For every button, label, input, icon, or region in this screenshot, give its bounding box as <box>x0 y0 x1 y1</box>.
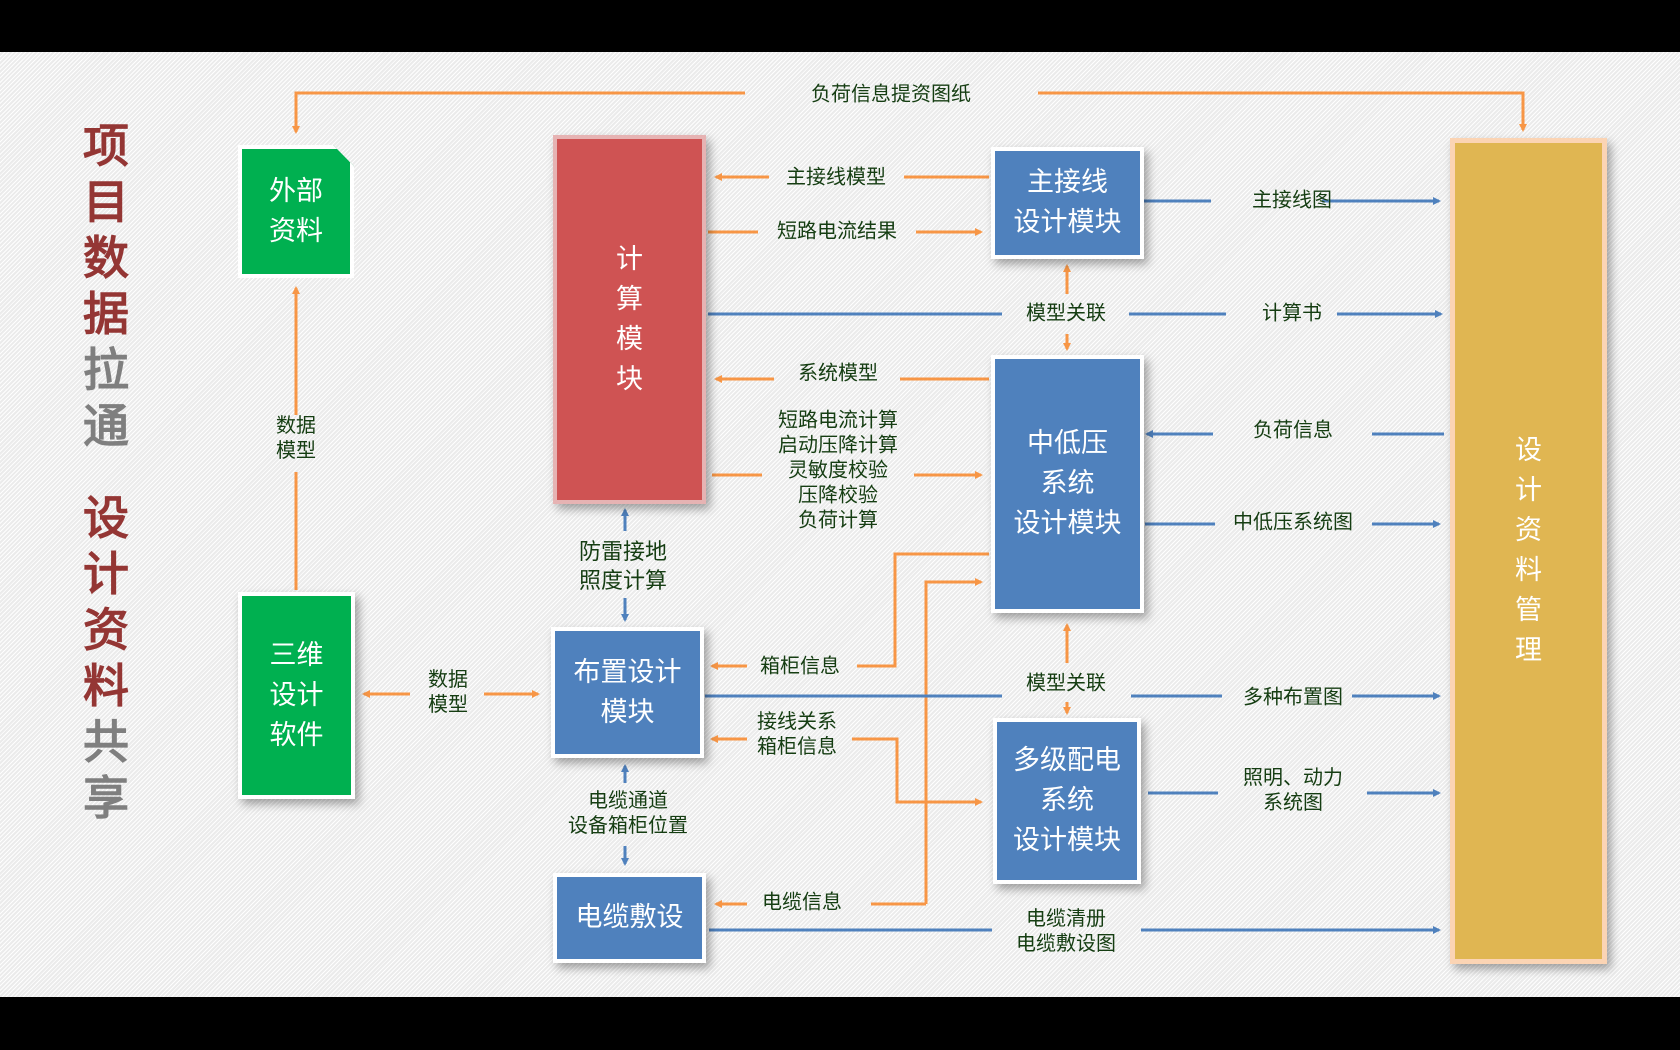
edge-label-line: 数据 <box>276 413 316 437</box>
edge-label-cable-info: 电缆信息 <box>762 889 842 914</box>
edge-load-info-drawing-right <box>1038 91 1527 132</box>
title-char: 目 <box>83 175 129 229</box>
node-label: 管 <box>1515 595 1542 626</box>
edge-label-lighting-power: 照明、动力 系统图 <box>1243 765 1343 815</box>
edge-label-cabinet-info: 箱柜信息 <box>760 653 840 678</box>
edge-label-cable-list: 电缆清册 电缆敷设图 <box>1016 906 1116 956</box>
edge-label-model-link-top: 模型关联 <box>1026 300 1106 325</box>
edge-label-line: 电缆清册 <box>1026 906 1106 930</box>
title-char: 据 <box>83 287 129 341</box>
bottom-letterbox-bar <box>0 997 1680 1050</box>
edge-label-line: 模型 <box>428 692 468 716</box>
edge-label-data-model-up: 数据 模型 <box>276 413 316 463</box>
node-label: 料 <box>1515 555 1542 586</box>
edge-label-calc-list: 短路电流计算 启动压降计算 灵敏度校验 压降校验 负荷计算 <box>778 408 898 533</box>
edge-label-line: 箱柜信息 <box>757 734 837 758</box>
title-spacer <box>78 454 134 490</box>
node-label: 模块 <box>600 696 655 728</box>
title-char: 项 <box>83 119 129 173</box>
node-label: 块 <box>616 363 643 395</box>
edge-label-line: 电缆通道 <box>588 788 668 812</box>
node-label: 软件 <box>269 719 324 751</box>
edge-load-info-drawing-left <box>292 91 745 134</box>
node-external-data[interactable]: 外部 资料 <box>238 145 354 278</box>
node-cable-laying[interactable]: 电缆敷设 <box>553 873 706 963</box>
edge-cable-info <box>924 578 983 904</box>
node-label: 三维 <box>269 639 324 671</box>
edge-label-line: 负荷计算 <box>798 507 878 532</box>
node-label: 多级配电 <box>1013 745 1121 776</box>
edge-label-line: 灵敏度校验 <box>788 457 888 482</box>
node-label: 设计模块 <box>1013 508 1122 539</box>
node-label: 中低压 <box>1027 428 1108 459</box>
edge-label-line: 模型 <box>276 438 316 462</box>
edge-label-load-info: 负荷信息 <box>1253 417 1333 442</box>
node-main-wiring-design[interactable]: 主接线 设计模块 <box>991 147 1144 259</box>
edge-label-line: 系统图 <box>1263 790 1323 814</box>
edge-label-main-wiring-drawing: 主接线图 <box>1252 187 1332 212</box>
node-label: 设 <box>1515 435 1542 466</box>
edge-label-short-circuit-result: 短路电流结果 <box>777 218 897 243</box>
node-label: 模 <box>616 323 643 355</box>
edge-label-mv-lv-drawing: 中低压系统图 <box>1233 509 1353 534</box>
edge-label-line: 短路电流计算 <box>778 407 898 432</box>
node-label: 系统 <box>1040 468 1095 499</box>
node-label: 布置设计 <box>573 656 682 688</box>
top-letterbox-bar <box>0 0 1680 52</box>
title-char: 计 <box>83 547 129 601</box>
node-label: 设计模块 <box>1013 825 1121 856</box>
edge-label-calc-book: 计算书 <box>1262 300 1322 325</box>
title-char: 拉 <box>83 343 129 397</box>
title-char: 共 <box>83 715 129 769</box>
node-label: 资料 <box>269 215 323 247</box>
edge-label-line: 电缆敷设图 <box>1016 931 1116 955</box>
edge-label-line: 防雷接地 <box>578 540 668 565</box>
title-char: 料 <box>83 659 129 713</box>
node-label: 外部 <box>269 175 323 207</box>
edge-cabinet-info <box>857 552 989 668</box>
node-label: 计 <box>616 243 643 275</box>
edge-label-various-layouts: 多种布置图 <box>1243 684 1343 709</box>
edge-label-line: 设备箱柜位置 <box>568 813 688 837</box>
title-char: 资 <box>83 603 129 657</box>
node-label: 设计模块 <box>1013 207 1122 238</box>
node-label: 理 <box>1515 635 1542 666</box>
node-label: 主接线 <box>1027 167 1108 198</box>
edge-label-model-link-bottom: 模型关联 <box>1026 670 1106 695</box>
node-layout-design[interactable]: 布置设计 模块 <box>551 627 704 758</box>
edge-label-data-model-side: 数据 模型 <box>428 667 468 717</box>
title-char: 享 <box>83 771 129 825</box>
edge-label-system-model: 系统模型 <box>798 360 878 385</box>
edge-label-line: 照度计算 <box>578 569 668 594</box>
edge-wiring-cabinet-b <box>852 737 983 806</box>
title-char: 数 <box>83 231 129 285</box>
node-3d-design-software[interactable]: 三维 设计 软件 <box>238 592 355 799</box>
edge-label-line: 数据 <box>428 667 468 691</box>
node-label: 资 <box>1515 515 1542 546</box>
edge-label-lightning-illumination: 防雷接地 照度计算 <box>579 538 667 596</box>
node-calc-module[interactable]: 计 算 模 块 <box>553 135 706 504</box>
node-mv-lv-system-design[interactable]: 中低压 系统 设计模块 <box>991 355 1144 613</box>
edge-label-cable-channel: 电缆通道 设备箱柜位置 <box>568 788 688 838</box>
node-label: 计 <box>1515 475 1542 506</box>
node-multi-distribution-design[interactable]: 多级配电 系统 设计模块 <box>993 718 1141 884</box>
edge-label-load-info-drawing: 负荷信息提资图纸 <box>811 81 971 106</box>
edge-label-line: 启动压降计算 <box>778 432 898 457</box>
node-label: 算 <box>616 283 643 315</box>
edge-label-line: 接线关系 <box>757 709 837 733</box>
edge-label-line: 压降校验 <box>798 482 878 507</box>
node-label: 设计 <box>269 679 324 711</box>
edge-label-main-wiring-model: 主接线模型 <box>786 164 886 189</box>
vertical-title: 项 目 数 据 拉 通 设 计 资 料 共 享 <box>78 118 134 826</box>
edge-label-wiring-cabinet: 接线关系 箱柜信息 <box>757 709 837 759</box>
node-label: 电缆敷设 <box>575 902 684 933</box>
edge-label-line: 照明、动力 <box>1243 765 1343 789</box>
title-char: 通 <box>83 399 129 453</box>
node-design-data-management[interactable]: 设 计 资 料 管 理 <box>1450 138 1607 964</box>
title-char: 设 <box>83 491 129 545</box>
node-label: 系统 <box>1040 785 1094 816</box>
